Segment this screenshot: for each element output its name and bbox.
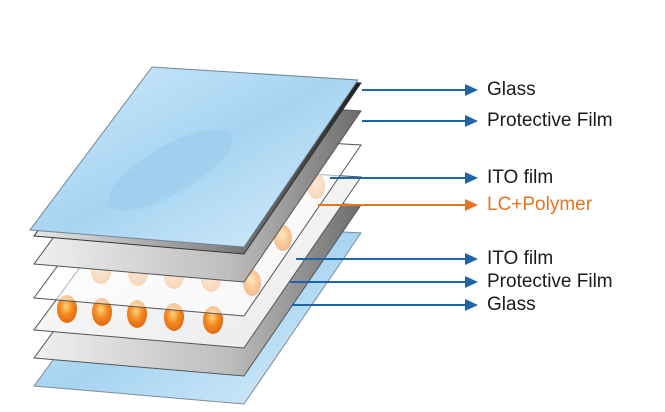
label-ito-film-top: ITO film: [487, 167, 554, 188]
label-ito-film-bottom: ITO film: [487, 248, 554, 269]
arrowhead-glass-top: [465, 84, 478, 96]
arrowhead-ito-film-top: [465, 172, 478, 184]
label-glass-bottom: Glass: [487, 294, 536, 315]
arrowhead-protective-film-bottom: [465, 276, 478, 288]
arrowhead-protective-film-top: [465, 115, 478, 127]
label-protective-film-top: Protective Film: [487, 110, 613, 131]
label-glass-top: Glass: [487, 79, 536, 100]
label-protective-film-bottom: Protective Film: [487, 271, 613, 292]
arrowhead-ito-film-bottom: [465, 253, 478, 265]
layer-top-glass: [29, 66, 359, 248]
label-lc-polymer: LC+Polymer: [487, 194, 593, 215]
arrowhead-glass-bottom: [465, 299, 478, 311]
leader-arrows: [290, 84, 478, 311]
arrowhead-lc-polymer: [465, 199, 478, 211]
